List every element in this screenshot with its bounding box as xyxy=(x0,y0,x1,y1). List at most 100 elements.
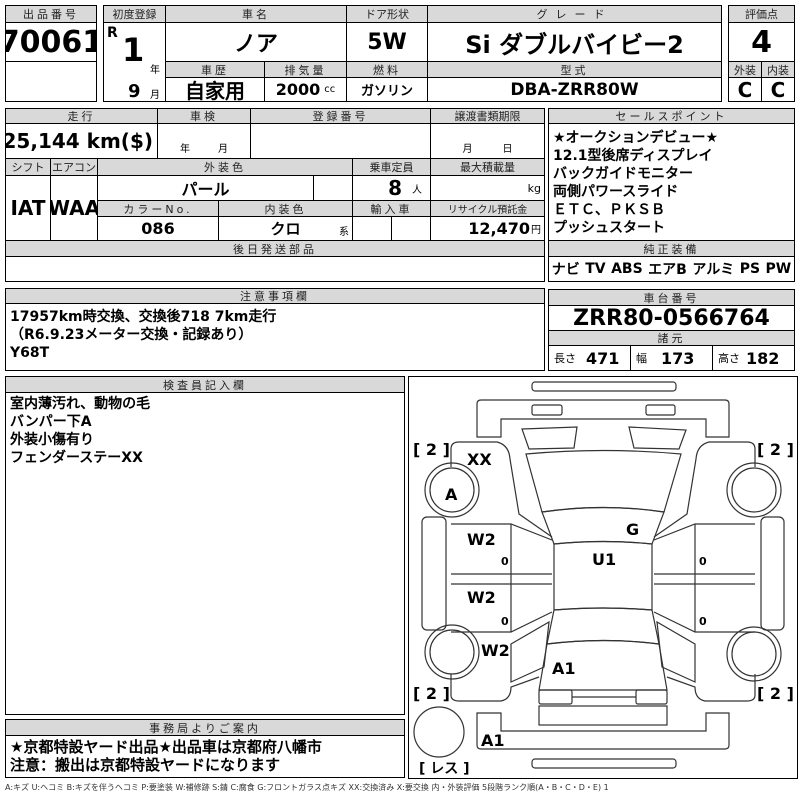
sales-point: 両側パワースライド xyxy=(553,184,679,200)
car-name-label: 車名 xyxy=(165,5,347,23)
mark-windshield: G xyxy=(626,520,639,539)
office-line: 注意：搬出は京都特設ヤードになります xyxy=(10,756,281,774)
import-cell-2 xyxy=(391,216,431,241)
displacement-label: 排気量 xyxy=(264,61,347,78)
inspector-line: フェンダーステーXX xyxy=(10,450,143,466)
inspector-line: 室内薄汚れ、動物の毛 xyxy=(10,396,151,412)
sales-point: ＥＴＣ、ＰＫＳＢ xyxy=(553,202,665,218)
inspector-label: 検査員記入欄 xyxy=(5,376,405,393)
grade-label: グレード xyxy=(427,5,722,23)
width-label: 幅 xyxy=(636,352,647,365)
inspection-year-unit: 年 xyxy=(180,144,190,155)
door-type: 5W xyxy=(346,22,428,62)
tire-fr xyxy=(726,462,782,518)
later-parts xyxy=(5,256,545,282)
model: DBA-ZRR80W xyxy=(427,77,722,102)
hood xyxy=(525,449,682,513)
shift: IAT xyxy=(5,175,51,241)
mark-trunk: A1 xyxy=(552,659,576,678)
fog-lamp-left xyxy=(531,404,563,416)
ext-color-label: 外装色 xyxy=(97,158,353,176)
tire-fr-depth: [ 2 ] xyxy=(757,440,794,459)
rear-window xyxy=(546,607,660,645)
equipment-list: ナビ TV ABS エアB アルミ PS PW xyxy=(548,256,795,282)
reg-number-label: 登録番号 xyxy=(250,108,431,124)
history-label: 車歴 xyxy=(165,61,265,78)
mark-door-rl-num: 0 xyxy=(501,615,509,628)
tire-rl-depth: [ 2 ] xyxy=(413,684,450,703)
headlight-right xyxy=(628,426,687,450)
tire-rr-inner xyxy=(731,631,777,677)
office-line: ★京都特設ヤード出品★出品車は京都府八幡市 xyxy=(10,738,322,756)
int-color-unit: 系 xyxy=(339,227,349,238)
equipment-item: PW xyxy=(765,261,792,277)
rear-fender-right xyxy=(666,674,756,702)
reg-month: 9 xyxy=(128,81,141,102)
tire-rr xyxy=(726,626,782,682)
recycle-label: リサイクル預託金 xyxy=(430,200,545,217)
max-load-unit: kg xyxy=(430,175,545,201)
model-label: 型式 xyxy=(427,61,722,78)
note-line: 17957km時交換、交換後718 7km走行 xyxy=(10,309,277,325)
transfer-cell: 月日 xyxy=(430,123,545,159)
tire-fl-depth: [ 2 ] xyxy=(413,440,450,459)
recycle-unit: 円 xyxy=(531,225,541,236)
headlight-left xyxy=(521,426,578,450)
sales-points: ★オークションデビュー★ 12.1型後席ディスプレイ バックガイドモニター 両側… xyxy=(548,123,795,241)
specs-label: 諸元 xyxy=(548,330,795,346)
front-edge xyxy=(531,381,677,392)
color-no: 086 xyxy=(97,216,219,241)
recycle: 12,470 xyxy=(468,219,530,238)
equipment-item: ナビ xyxy=(551,262,580,278)
width-value: 173 xyxy=(661,348,695,368)
int-grade: C xyxy=(761,77,795,102)
damage-diagram: [ 2 ] [ 2 ] [ 2 ] [ 2 ] [ レス ] XX A W2 0… xyxy=(408,376,798,779)
ext-grade-label: 外装 xyxy=(728,61,762,78)
notes-label: 注意事項欄 xyxy=(5,288,545,304)
transfer-month-unit: 月 xyxy=(462,144,473,155)
equipment-item: TV xyxy=(585,261,606,277)
inspector-line: 外装小傷有り xyxy=(10,432,94,448)
first-reg-label: 初度登録 xyxy=(103,5,166,23)
int-grade-label: 内装 xyxy=(761,61,795,78)
chassis-label: 車台番号 xyxy=(548,289,795,306)
capacity-unit: 人 xyxy=(412,184,422,196)
spare-tire-status: [ レス ] xyxy=(419,761,470,777)
tire-rr-depth: [ 2 ] xyxy=(757,684,794,703)
max-load-label: 最大積載量 xyxy=(430,158,545,176)
mark-door-rr-num: 0 xyxy=(699,615,707,628)
fuel-label: 燃料 xyxy=(346,61,428,78)
ext-grade: C xyxy=(728,77,762,102)
tire-fl-inner xyxy=(429,467,475,513)
equipment-item: ABS xyxy=(611,261,643,277)
quarter-left xyxy=(510,620,550,683)
door-label: ドア形状 xyxy=(346,5,428,23)
transfer-day-unit: 日 xyxy=(502,144,513,155)
quarter-right xyxy=(656,620,696,683)
office-label: 事務局よりご案内 xyxy=(5,719,405,736)
ac: WAA xyxy=(50,175,98,241)
sales-point: 12.1型後席ディスプレイ xyxy=(553,148,713,164)
tire-rl-inner xyxy=(429,629,475,675)
tire-fl xyxy=(424,462,480,518)
sill-left xyxy=(421,516,447,631)
spare-tire xyxy=(413,706,465,758)
fuel: ガソリン xyxy=(346,77,428,102)
sill-right xyxy=(760,516,785,631)
inspection-month-unit: 月 xyxy=(218,144,228,155)
color-no-label: カラーNo. xyxy=(97,200,219,217)
first-reg-cell: R 1 年 9 月 xyxy=(103,22,166,102)
inspector-notes: 室内薄汚れ、動物の毛 バンパー下A 外装小傷有り フェンダーステーXX xyxy=(5,392,405,715)
sales-point: バックガイドモニター xyxy=(553,166,693,182)
rear-panel xyxy=(538,705,668,726)
length-value: 471 xyxy=(586,348,620,368)
legend: A:キズ U:ヘコミ B:キズを伴うヘコミ P:要塗装 W:補修跡 S:錆 C:… xyxy=(5,783,609,792)
height-label: 高さ xyxy=(718,352,740,365)
mark-wheel-fl: A xyxy=(445,485,458,504)
capacity: 8 xyxy=(388,176,402,200)
mark-door-fr-num: 0 xyxy=(699,555,707,568)
mark-door-fl-num: 0 xyxy=(501,555,509,568)
chassis-number: ZRR80-0566764 xyxy=(548,305,795,331)
